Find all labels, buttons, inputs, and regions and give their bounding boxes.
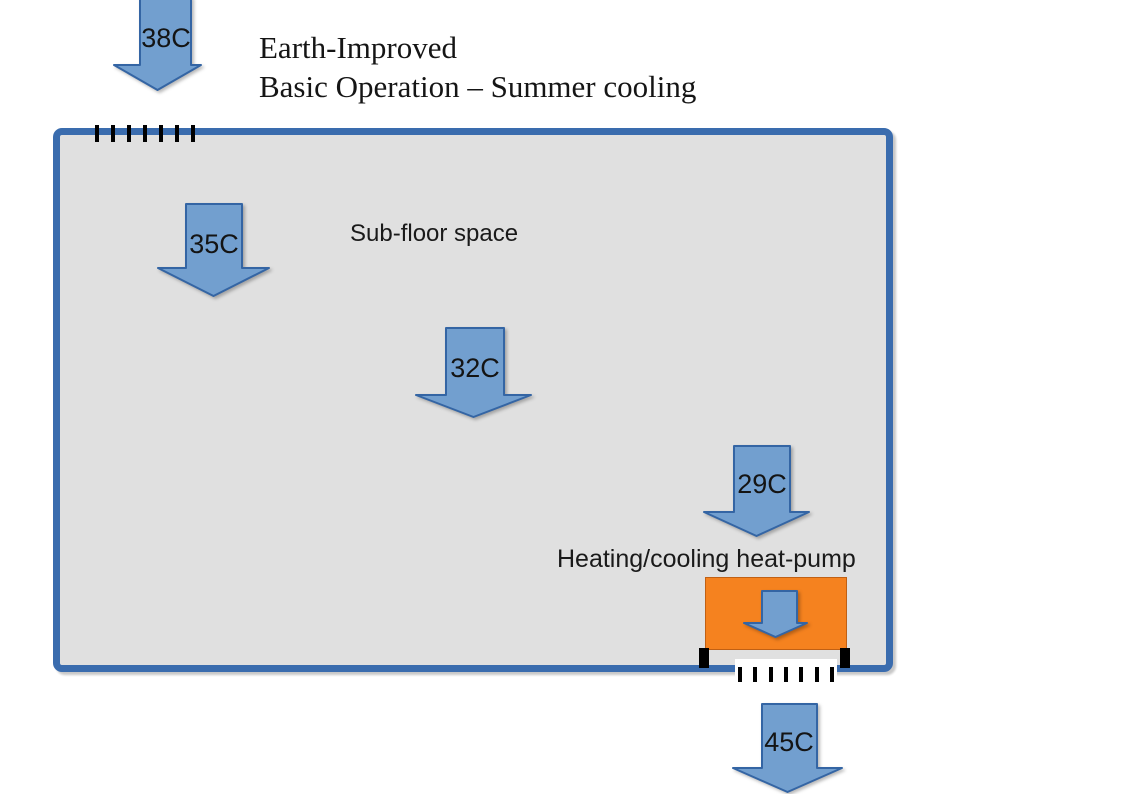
vent-slat	[127, 125, 131, 142]
title-line-1: Earth-Improved	[259, 30, 457, 65]
page-title: Earth-Improved Basic Operation – Summer …	[259, 28, 696, 106]
vent-slat	[191, 125, 195, 142]
vent-slat	[95, 125, 99, 142]
vent-slat	[829, 667, 834, 682]
bottom-vent	[735, 659, 837, 686]
subfloor-airflow-arrow-1	[157, 203, 270, 297]
intake-airflow-arrow	[113, 0, 202, 91]
heatpump-label: Heating/cooling heat-pump	[557, 545, 856, 573]
subfloor-temp-label-3: 29C	[737, 469, 787, 499]
vent-slat	[799, 667, 804, 682]
vent-slat	[783, 667, 788, 682]
vent-slat	[753, 667, 758, 682]
vent-slat	[175, 125, 179, 142]
subfloor-airflow-arrow-3	[703, 445, 810, 537]
vent-slat	[814, 667, 819, 682]
intake-temp-label: 38C	[141, 23, 191, 53]
top-vent	[95, 125, 195, 142]
heatpump-flow-arrow	[743, 590, 808, 638]
vent-frame-mark-left	[699, 648, 709, 668]
vent-slat	[111, 125, 115, 142]
vent-slat	[768, 667, 773, 682]
vent-slat	[143, 125, 147, 142]
vent-slat	[159, 125, 163, 142]
exhaust-temp-label: 45C	[764, 727, 814, 757]
subfloor-space-label: Sub-floor space	[350, 220, 519, 247]
subfloor-temp-label-1: 35C	[189, 229, 239, 259]
title-line-2: Basic Operation – Summer cooling	[259, 69, 697, 104]
subfloor-airflow-arrow-2	[415, 327, 532, 418]
exhaust-airflow-arrow	[732, 703, 843, 793]
vent-slat	[738, 667, 742, 682]
vent-frame-mark-right	[840, 648, 850, 668]
subfloor-temp-label-2: 32C	[450, 353, 500, 383]
